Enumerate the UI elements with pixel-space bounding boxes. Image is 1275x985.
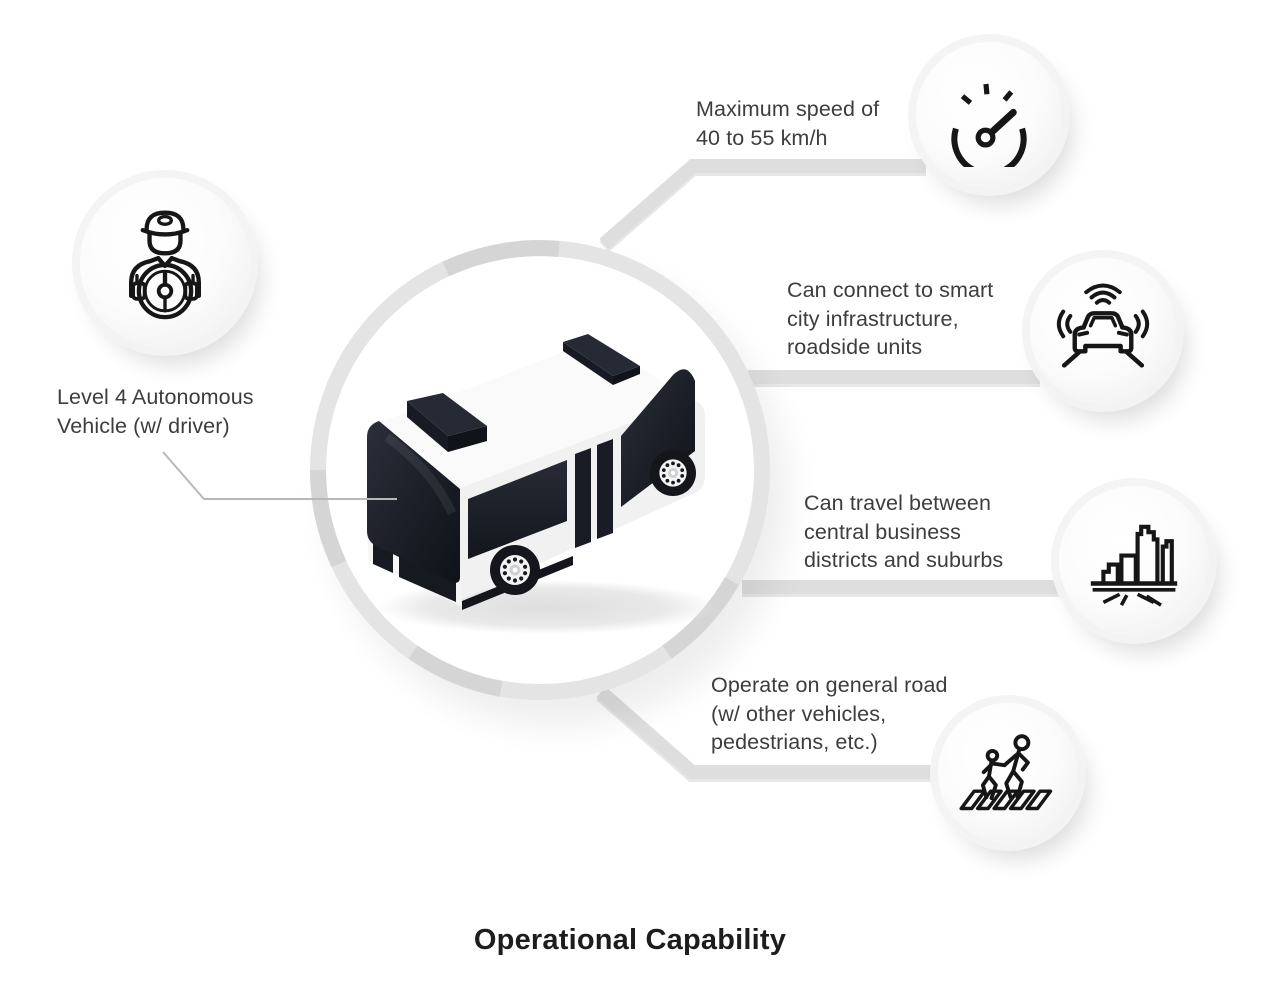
bus-rear-wheel <box>650 450 696 496</box>
connector-max-speed <box>599 159 926 250</box>
node-label-smart-city: Can connect to smart city infrastructure… <box>787 278 994 360</box>
node-label-driver: Level 4 Autonomous Vehicle (w/ driver) <box>57 385 254 438</box>
speedometer-icon <box>951 83 1027 167</box>
node-circle-cbd-suburbs <box>1059 486 1209 636</box>
node-label-general-road: Operate on general road (w/ other vehicl… <box>711 673 948 755</box>
node-label-cbd-suburbs: Can travel between central business dist… <box>804 491 1004 573</box>
pedestrian-crossing-icon <box>959 734 1053 811</box>
connected-car-icon <box>1056 283 1150 368</box>
diagram-title: Operational Capability <box>473 924 787 956</box>
city-buildings-icon <box>1090 524 1178 607</box>
node-circle-smart-city <box>1030 258 1176 404</box>
bus-front-wheel <box>490 545 540 595</box>
node-circle-driver <box>80 178 250 348</box>
driver-steering-wheel-icon <box>128 210 202 320</box>
autonomous-bus-illustration <box>367 334 717 634</box>
node-circle-general-road <box>938 703 1078 843</box>
node-circle-max-speed <box>916 42 1062 188</box>
node-label-max-speed: Maximum speed of 40 to 55 km/h <box>696 97 880 150</box>
connector-general-road <box>596 686 958 779</box>
